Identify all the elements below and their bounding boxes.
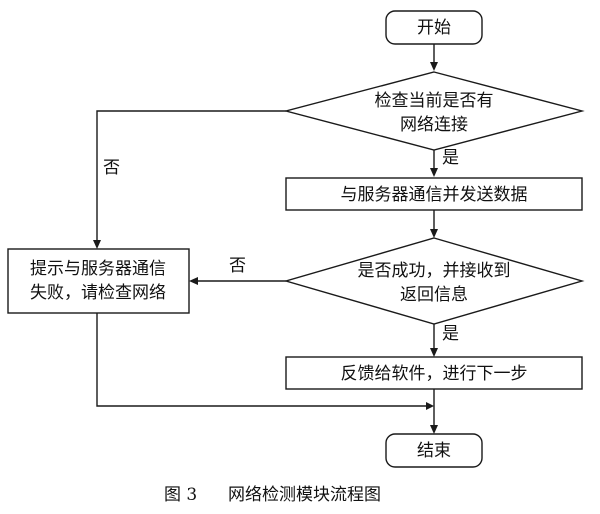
connector-error-to-merge [96,313,426,407]
edge-label-no-1: 否 [103,158,120,178]
decision-network-check-line2: 网络连接 [400,115,468,135]
edge-label-yes-1: 是 [442,148,459,168]
figure-number: 图 3 [164,485,197,505]
edge-label-no-2: 否 [229,256,246,276]
process-send-data-label: 与服务器通信并发送数据 [341,185,528,205]
process-feedback [285,356,583,390]
decision-network-check-line1: 检查当前是否有 [375,91,494,111]
arrowhead [426,402,434,410]
arrowhead [430,62,438,71]
figure-caption: 网络检测模块流程图 [228,485,381,505]
edge-label-yes-2: 是 [442,324,459,344]
decision-success-check-line2: 返回信息 [400,285,468,305]
process-send-data [285,177,583,211]
arrowhead [189,277,198,285]
arrowhead [430,425,438,434]
process-feedback-label: 反馈给软件，进行下一步 [341,364,528,384]
decision-success-check-line1: 是否成功，并接收到 [358,261,511,281]
arrowhead [430,348,438,357]
end-node [385,433,483,468]
process-error-prompt [7,248,190,314]
process-error-prompt-line1: 提示与服务器通信 [30,259,166,279]
decision-network-check [283,71,585,151]
decision-success-check [283,237,585,325]
arrowhead [430,229,438,238]
process-error-prompt-line2: 失败，请检查网络 [30,283,166,303]
end-node-label: 结束 [417,441,451,461]
arrowhead [93,240,101,249]
connector-check-no [96,110,286,241]
arrowhead [430,168,438,177]
start-node-label: 开始 [417,18,451,38]
